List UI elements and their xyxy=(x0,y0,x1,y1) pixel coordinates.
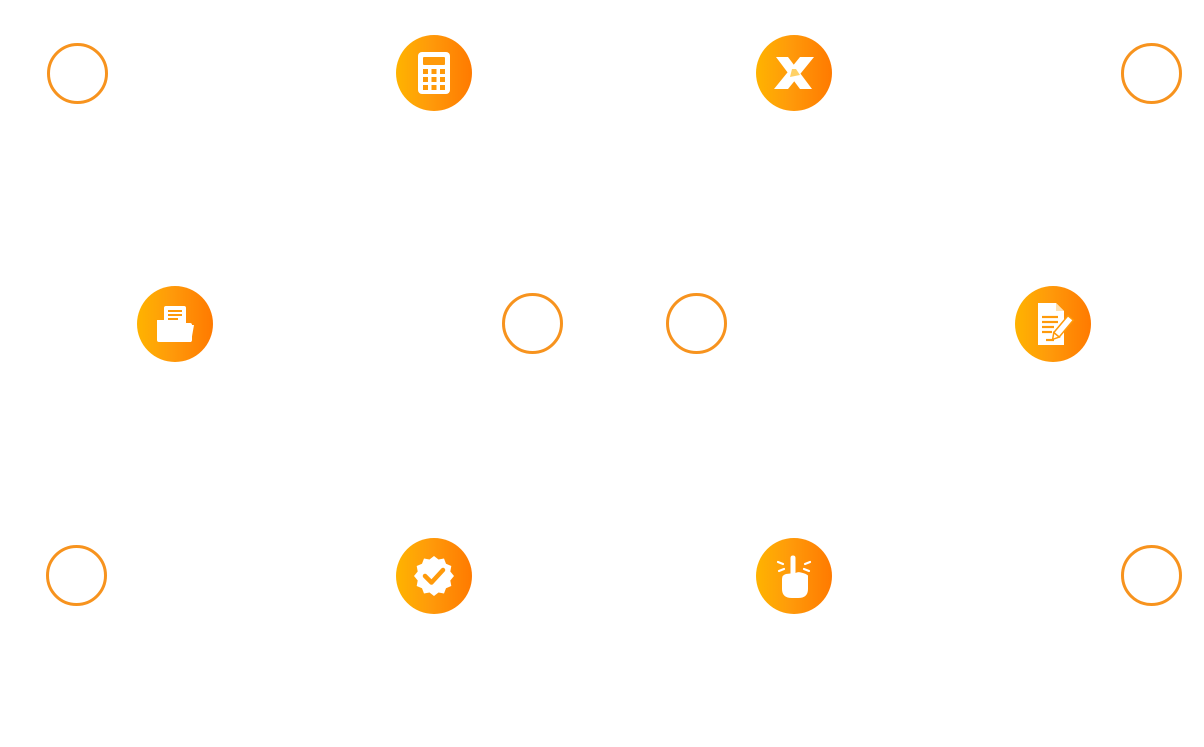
document-edit-icon xyxy=(1038,303,1075,345)
x-logo-button[interactable] xyxy=(756,35,832,111)
ring-outline xyxy=(502,293,563,354)
calculator-icon xyxy=(418,52,450,94)
ring-outline xyxy=(1121,545,1182,606)
open-folder-button[interactable] xyxy=(137,286,213,362)
open-folder-icon xyxy=(157,306,194,342)
x-logo-icon xyxy=(774,57,814,89)
tap-finger-icon xyxy=(776,555,812,598)
verified-badge-icon xyxy=(414,556,454,596)
ring-outline xyxy=(47,43,108,104)
document-edit-button[interactable] xyxy=(1015,286,1091,362)
calculator-button[interactable] xyxy=(396,35,472,111)
ring-outline xyxy=(46,545,107,606)
ring-outline xyxy=(666,293,727,354)
verified-badge-button[interactable] xyxy=(396,538,472,614)
ring-outline xyxy=(1121,43,1182,104)
tap-finger-button[interactable] xyxy=(756,538,832,614)
